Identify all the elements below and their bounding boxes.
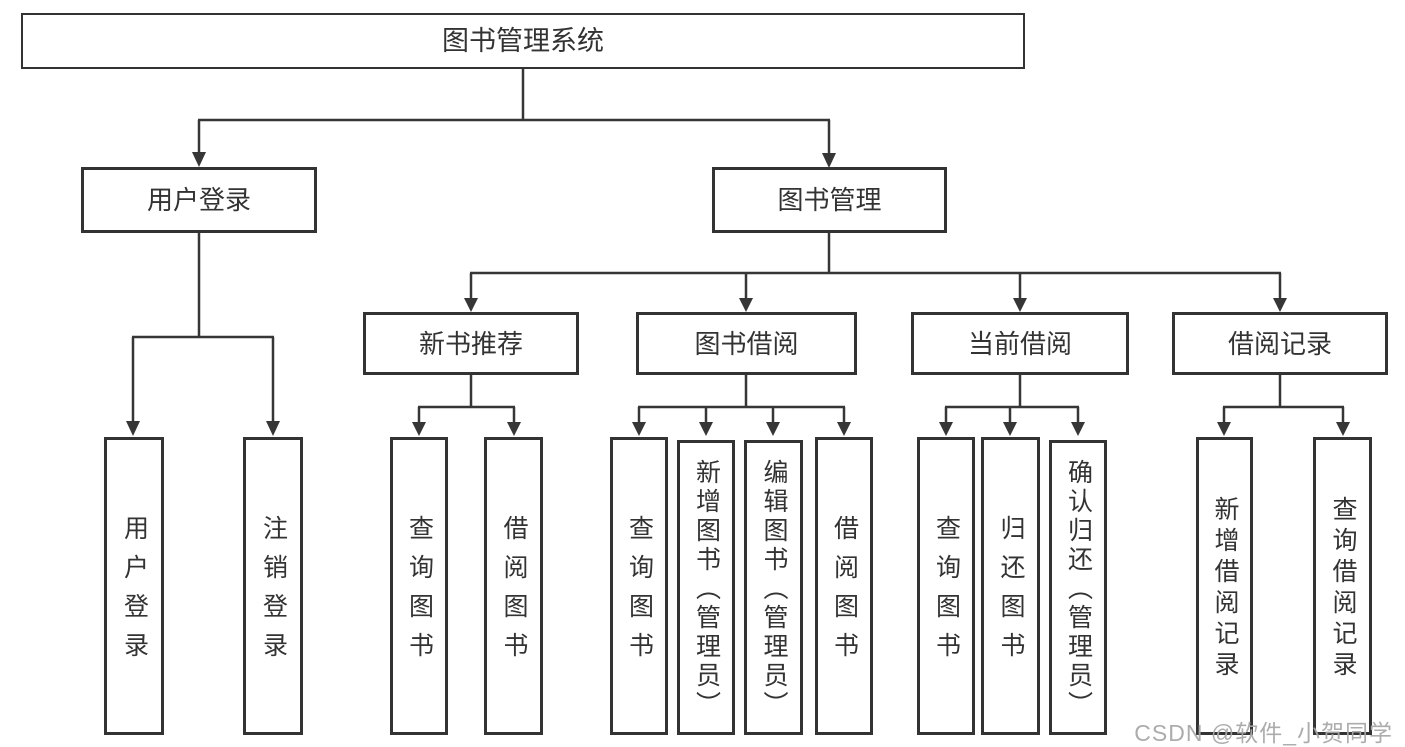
node-user-login: 用户登录 [81, 167, 317, 233]
leaf-borrow-query-book: 查询图书 [610, 437, 668, 735]
leaf-current-confirm-return-admin: 确认归还（管理员） [1049, 440, 1107, 735]
edge-borrow-records-children [1217, 375, 1350, 436]
leaf-current-return-book: 归还图书 [981, 437, 1040, 735]
csdn-watermark: CSDN @软件_小贺同学 [1134, 720, 1393, 746]
leaf-recommend-query-book-label: 查询图书 [405, 515, 434, 671]
edge-current-borrow-children [939, 375, 1085, 436]
leaf-current-query-book: 查询图书 [917, 437, 975, 735]
leaf-current-confirm-return-admin-label: 确认归还（管理员） [1064, 459, 1093, 720]
node-book-management: 图书管理 [712, 167, 947, 233]
leaf-current-query-book-label: 查询图书 [932, 515, 961, 671]
leaf-current-return-book-label: 归还图书 [997, 515, 1025, 671]
node-new-book-recommend: 新书推荐 [363, 312, 579, 375]
node-root-label: 图书管理系统 [442, 25, 604, 56]
leaf-records-add-record-label: 新增借阅记录 [1211, 496, 1239, 682]
leaf-user-login: 用户登录 [104, 437, 164, 735]
leaf-borrow-edit-book-admin-label: 编辑图书（管理员） [760, 459, 788, 720]
node-current-borrow-label: 当前借阅 [967, 328, 1072, 359]
leaf-borrow-add-book-admin: 新增图书（管理员） [677, 440, 735, 735]
edge-book-borrow-children [632, 375, 851, 436]
node-new-book-recommend-label: 新书推荐 [418, 328, 523, 359]
leaf-records-query-record: 查询借阅记录 [1313, 437, 1372, 735]
leaf-recommend-borrow-book: 借阅图书 [484, 437, 543, 735]
leaf-borrow-edit-book-admin: 编辑图书（管理员） [744, 440, 803, 735]
leaf-recommend-query-book: 查询图书 [390, 437, 448, 735]
leaf-borrow-borrow-book-label: 借阅图书 [830, 515, 859, 671]
leaf-borrow-query-book-label: 查询图书 [625, 515, 654, 671]
node-borrow-records: 借阅记录 [1172, 312, 1388, 375]
leaf-borrow-add-book-admin-label: 新增图书（管理员） [692, 459, 721, 720]
node-current-borrow: 当前借阅 [911, 312, 1129, 375]
leaf-records-add-record: 新增借阅记录 [1196, 437, 1253, 735]
leaf-borrow-borrow-book: 借阅图书 [815, 437, 873, 735]
leaf-logout-label: 注销登录 [259, 515, 288, 671]
edge-root-to-level2 [192, 68, 836, 168]
edge-user-login-children [126, 232, 280, 436]
leaf-records-query-record-label: 查询借阅记录 [1329, 496, 1357, 682]
leaf-recommend-borrow-book-label: 借阅图书 [500, 515, 528, 671]
leaf-logout: 注销登录 [243, 437, 303, 735]
edge-book-management-children [464, 233, 1287, 312]
edge-new-book-recommend-children [412, 375, 521, 436]
leaf-user-login-label: 用户登录 [120, 515, 149, 671]
node-book-management-label: 图书管理 [777, 185, 882, 215]
node-root: 图书管理系统 [21, 13, 1025, 69]
node-borrow-records-label: 借阅记录 [1227, 328, 1332, 359]
node-book-borrow: 图书借阅 [636, 312, 857, 375]
node-user-login-label: 用户登录 [146, 185, 251, 215]
node-book-borrow-label: 图书借阅 [694, 328, 799, 359]
